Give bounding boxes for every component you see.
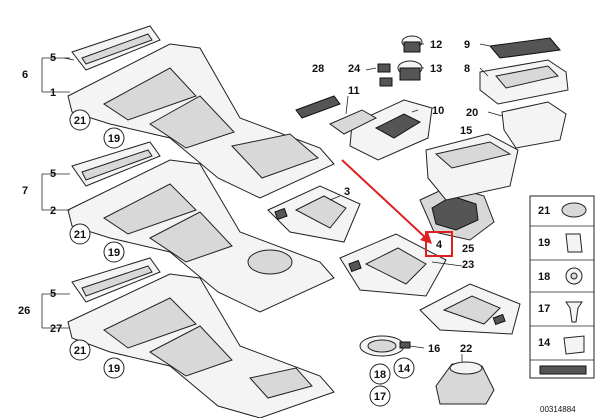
svg-text:21: 21: [74, 229, 86, 241]
circle-21a: 21: [69, 109, 91, 131]
reference-number: 00314884: [540, 405, 576, 414]
callout-13: 13: [430, 63, 442, 75]
svg-text:18: 18: [374, 369, 386, 381]
callout-5b: 5: [50, 168, 56, 180]
callout-5c: 5: [50, 288, 56, 300]
legend-17: 17: [538, 303, 550, 315]
nut-clip-icon: [563, 335, 585, 355]
callout-5a: 5: [50, 52, 56, 64]
screw-icon: [565, 301, 583, 323]
socket-13: [397, 60, 423, 81]
callout-2: 2: [50, 205, 56, 217]
plug-cap-icon: [561, 202, 587, 218]
reference-arrow-icon: [539, 365, 587, 375]
circle-17: 17: [369, 385, 391, 407]
storage-lid-3: [71, 257, 161, 303]
callout-11: 11: [348, 85, 360, 97]
callout-9: 9: [464, 39, 470, 51]
highlight-box: [425, 231, 453, 257]
clip-icon: [565, 233, 583, 253]
legend-14: 14: [538, 337, 551, 349]
circle-19c: 19: [103, 357, 125, 379]
callout-26: 26: [18, 305, 30, 317]
shifter-trim-3: [267, 185, 361, 243]
plug-24: [377, 63, 393, 87]
callout-27: 27: [50, 323, 62, 335]
highlight-arrow: [341, 159, 429, 241]
circle-19a: 19: [103, 127, 125, 149]
trim-panel-3: [67, 273, 335, 418]
callout-12: 12: [430, 39, 442, 51]
svg-text:14: 14: [398, 363, 411, 375]
circle-18: 18: [369, 363, 391, 385]
callout-16: 16: [428, 343, 440, 355]
svg-text:17: 17: [374, 391, 386, 403]
callout-24: 24: [348, 63, 361, 75]
legend-19: 19: [538, 237, 550, 249]
circle-21c: 21: [69, 339, 91, 361]
callout-4: 4: [436, 239, 443, 251]
callout-15: 15: [460, 125, 472, 137]
callout-1: 1: [50, 87, 56, 99]
switch-11: [328, 109, 378, 135]
callout-28: 28: [312, 63, 324, 75]
circle-19b: 19: [103, 241, 125, 263]
circle-21b: 21: [69, 223, 91, 245]
callout-6: 6: [22, 69, 28, 81]
svg-text:21: 21: [74, 115, 86, 127]
callout-22: 22: [460, 343, 472, 355]
box-15: [425, 133, 519, 201]
legend-18: 18: [538, 271, 550, 283]
ring-16: [359, 335, 411, 357]
trim-panel-2: [67, 159, 335, 313]
svg-text:19: 19: [108, 363, 120, 375]
trim-panel-1: [67, 43, 335, 199]
boot-22: [435, 361, 495, 405]
callout-20: 20: [466, 107, 478, 119]
callout-10: 10: [432, 105, 444, 117]
socket-12: [401, 35, 423, 53]
tray-8: [479, 59, 569, 105]
callout-8: 8: [464, 63, 470, 75]
storage-lid-2: [71, 141, 161, 187]
leader-lines: [63, 43, 503, 362]
svg-text:19: 19: [108, 247, 120, 259]
cup-insert-20: [501, 101, 567, 149]
callout-3: 3: [344, 186, 350, 198]
svg-text:21: 21: [74, 345, 86, 357]
legend-21: 21: [538, 205, 550, 217]
callout-23: 23: [462, 259, 474, 271]
trim-10: [349, 99, 433, 161]
shifter-trim-4: [339, 233, 447, 297]
mat-9: [489, 37, 561, 59]
shifter-trim-23: [419, 283, 521, 335]
svg-text:19: 19: [108, 133, 120, 145]
hardware-legend: 21 19 18 17 14: [529, 195, 595, 379]
callout-7: 7: [22, 185, 28, 197]
storage-lid-1: [71, 25, 161, 71]
callout-25: 25: [462, 243, 474, 255]
circle-14: 14: [393, 357, 415, 379]
grille-28: [295, 95, 341, 119]
